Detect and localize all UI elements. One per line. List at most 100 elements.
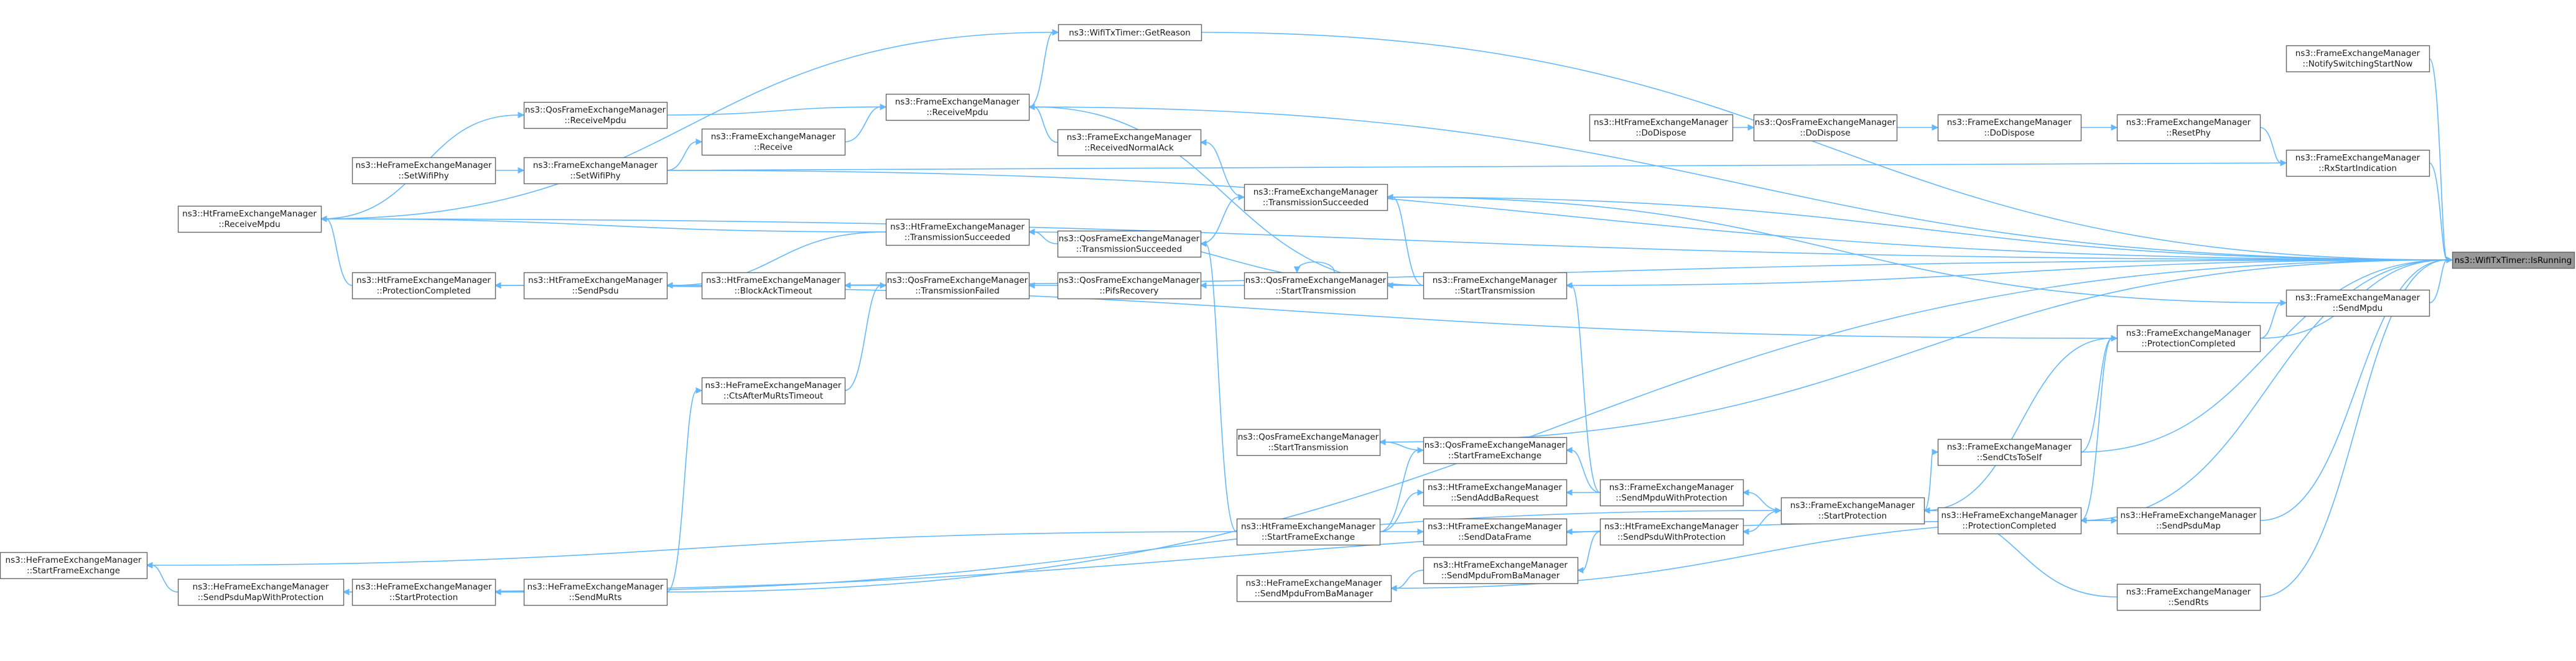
- edge-arrowhead: [880, 103, 887, 111]
- node-qos_starttx[interactable]: ns3::QosFrameExchangeManager::StartTrans…: [1244, 272, 1388, 300]
- node-ht_senddataframe[interactable]: ns3::HtFrameExchangeManager::SendDataFra…: [1423, 518, 1568, 546]
- node-he_setwifiphy[interactable]: ns3::HeFrameExchangeManager::SetWifiPhy: [351, 157, 496, 185]
- node-resetphy[interactable]: ns3::FrameExchangeManager::ResetPhy: [2116, 114, 2261, 142]
- edge-isrunning-to-fem_sendmpdu: [2429, 256, 2453, 303]
- node-label: ns3::FrameExchangeManager: [2295, 293, 2420, 303]
- node-qos_txfailed[interactable]: ns3::QosFrameExchangeManager::Transmissi…: [885, 272, 1030, 300]
- node-label: ::Receive: [754, 142, 793, 152]
- node-label: ns3::FrameExchangeManager: [2126, 118, 2251, 127]
- node-box: [701, 128, 846, 156]
- node-ht_sendmpdufromba[interactable]: ns3::HtFrameExchangeManager::SendMpduFro…: [1423, 557, 1579, 585]
- edge-line: [1571, 285, 1601, 493]
- node-ht_dodispose[interactable]: ns3::HtFrameExchangeManager::DoDispose: [1589, 114, 1734, 142]
- node-fem_protcompleted[interactable]: ns3::FrameExchangeManager::ProtectionCom…: [2116, 325, 2261, 353]
- node-label: ns3::HeFrameExchangeManager: [1246, 578, 1382, 588]
- node-ht_receivempdu[interactable]: ns3::HtFrameExchangeManager::ReceiveMpdu: [177, 205, 322, 233]
- node-fem_sendmpdu[interactable]: ns3::FrameExchangeManager::SendMpdu: [2285, 289, 2430, 317]
- node-ht_sendpsdu[interactable]: ns3::HtFrameExchangeManager::SendPsdu: [523, 272, 668, 300]
- node-label: ns3::FrameExchangeManager: [2126, 587, 2251, 597]
- node-label: ::StartFrameExchange: [27, 566, 120, 576]
- node-label: ::DoDispose: [1635, 128, 1686, 138]
- node-label: ::SendPsduMap: [2156, 521, 2221, 531]
- node-box: [1058, 24, 1202, 42]
- edge-qos_startfe-to-fem_sendmpduwp: [1565, 446, 1601, 493]
- node-he_protcompleted[interactable]: ns3::HeFrameExchangeManager::ProtectionC…: [1937, 507, 2082, 535]
- edge-line: [1033, 231, 1058, 244]
- node-label: ::SendMpduFromBaManager: [1255, 589, 1374, 599]
- edge-line: [2080, 338, 2113, 521]
- node-ht_txsucceeded[interactable]: ns3::HtFrameExchangeManager::Transmissio…: [885, 218, 1030, 246]
- edge-fem_setwifiphy-to-he_setwifiphy: [495, 167, 525, 174]
- node-notifyswitch[interactable]: ns3::FrameExchangeManager::NotifySwitchi…: [2285, 45, 2430, 73]
- node-qos_txsucceeded[interactable]: ns3::QosFrameExchangeManager::Transmissi…: [1057, 230, 1202, 258]
- node-label: ::SendCtsToSelf: [1977, 453, 2043, 463]
- node-fem_receivempdu[interactable]: ns3::FrameExchangeManager::ReceiveMpdu: [885, 93, 1030, 121]
- node-isrunning[interactable]: ns3::WifiTxTimer::IsRunning: [2452, 251, 2575, 269]
- edge-line: [1379, 492, 1419, 532]
- edge-fem_protcompleted-to-he_protcompleted: [2080, 335, 2118, 521]
- edge-fem_sendmpdu-to-fem_protcompleted: [2259, 299, 2287, 339]
- node-label: ::ProtectionCompleted: [2141, 339, 2235, 349]
- node-fem_sendctstoself[interactable]: ns3::FrameExchangeManager::SendCtsToSelf: [1937, 438, 2082, 466]
- edge-qos_txfailed-to-qos_pifsrecovery: [1028, 282, 1058, 289]
- edge-line: [2259, 259, 2448, 598]
- node-fem_sendrts[interactable]: ns3::FrameExchangeManager::SendRts: [2116, 583, 2261, 611]
- node-qos_startfe[interactable]: ns3::QosFrameExchangeManager::StartFrame…: [1423, 437, 1568, 465]
- node-label: ::DoDispose: [1984, 128, 2034, 138]
- node-fem_startprot[interactable]: ns3::FrameExchangeManager::StartProtecti…: [1780, 497, 1925, 525]
- node-label: ns3::FrameExchangeManager: [1253, 187, 1379, 197]
- node-label: ns3::FrameExchangeManager: [1433, 275, 1558, 285]
- node-label: ::SendMuRts: [569, 593, 621, 603]
- node-rxstartind[interactable]: ns3::FrameExchangeManager::RxStartIndica…: [2285, 149, 2430, 177]
- node-box: [177, 578, 345, 606]
- node-fem_setwifiphy[interactable]: ns3::FrameExchangeManager::SetWifiPhy: [523, 157, 668, 185]
- node-getreason[interactable]: ns3::WifiTxTimer::GetReason: [1058, 24, 1202, 42]
- edge-line: [1923, 338, 2113, 511]
- edge-line: [666, 259, 2448, 593]
- node-he_sendmurts[interactable]: ns3::HeFrameExchangeManager::SendMuRts: [523, 578, 668, 606]
- edge-line: [343, 520, 2113, 593]
- node-fem_starttx[interactable]: ns3::FrameExchangeManager::StartTransmis…: [1423, 272, 1568, 300]
- node-ht_sendaddba[interactable]: ns3::HtFrameExchangeManager::SendAddBaRe…: [1423, 479, 1568, 507]
- node-he_sendpsdumap[interactable]: ns3::HeFrameExchangeManager::SendPsduMap: [2116, 507, 2261, 535]
- node-qos_starttx_single[interactable]: ns3::QosFrameExchangeManager::StartTrans…: [1236, 428, 1381, 456]
- edge-layer: [146, 29, 2453, 598]
- node-label: ns3::QosFrameExchangeManager: [1755, 118, 1896, 127]
- edge-arrowhead: [1565, 489, 1573, 496]
- node-he_ctsaftermurts[interactable]: ns3::HeFrameExchangeManager::CtsAfterMuR…: [701, 377, 846, 405]
- node-box: [1423, 557, 1579, 585]
- edge-arrowhead: [1775, 507, 1782, 514]
- edge-arrowhead: [2111, 335, 2118, 342]
- node-fem_dodispose[interactable]: ns3::FrameExchangeManager::DoDispose: [1937, 114, 2082, 142]
- node-receivednormalack[interactable]: ns3::FrameExchangeManager::ReceivedNorma…: [1057, 129, 1202, 157]
- node-qos_receivempdu[interactable]: ns3::QosFrameExchangeManager::ReceiveMpd…: [523, 101, 668, 129]
- node-label: ns3::FrameExchangeManager: [2126, 328, 2251, 338]
- node-label: ::TransmissionFailed: [915, 286, 999, 296]
- edge-arrowhead: [518, 111, 525, 119]
- edge-arrowhead: [2111, 124, 2118, 131]
- node-fem_txsucceeded[interactable]: ns3::FrameExchangeManager::TransmissionS…: [1244, 183, 1388, 211]
- node-fem_sendmpduwp[interactable]: ns3::FrameExchangeManager::SendMpduWithP…: [1599, 479, 1744, 507]
- node-ht_blockacktimeout[interactable]: ns3::HtFrameExchangeManager::BlockAckTim…: [701, 272, 846, 300]
- node-he_startfe[interactable]: ns3::HeFrameExchangeManager::StartFrameE…: [0, 552, 148, 580]
- node-he_sendpsdumapwp[interactable]: ns3::HeFrameExchangeManager::SendPsduMap…: [177, 578, 345, 606]
- node-ht_protcompleted[interactable]: ns3::HtFrameExchangeManager::ProtectionC…: [351, 272, 496, 300]
- node-label: ::SendPsduMapWithProtection: [198, 593, 324, 603]
- node-fem_receive[interactable]: ns3::FrameExchangeManager::Receive: [701, 128, 846, 156]
- node-qos_pifsrecovery[interactable]: ns3::QosFrameExchangeManager::PifsRecove…: [1057, 272, 1202, 300]
- node-box: [1236, 518, 1381, 546]
- edge-he_sendpsdumapwp-to-he_startprot: [342, 588, 353, 596]
- edge-arrowhead: [1199, 240, 1207, 247]
- node-ht_startfe[interactable]: ns3::HtFrameExchangeManager::StartFrameE…: [1236, 518, 1381, 546]
- node-label: ns3::HtFrameExchangeManager: [890, 222, 1025, 232]
- node-label: ::SendPsduWithProtection: [1617, 532, 1726, 542]
- node-he_sendmpdufromba[interactable]: ns3::HeFrameExchangeManager::SendMpduFro…: [1236, 575, 1392, 603]
- edge-he_sendpsdumap-to-he_sendpsdumapwp: [343, 517, 2118, 593]
- node-ht_sendpsduwp[interactable]: ns3::HtFrameExchangeManager::SendPsduWit…: [1599, 518, 1744, 546]
- node-qos_dodispose[interactable]: ns3::QosFrameExchangeManager::DoDispose: [1753, 114, 1898, 142]
- node-label: ::StartTransmission: [1268, 443, 1348, 453]
- edge-qos_dodispose-to-ht_dodispose: [1732, 124, 1755, 131]
- edge-line: [1028, 32, 1054, 108]
- node-he_startprot[interactable]: ns3::HeFrameExchangeManager::StartProtec…: [351, 578, 496, 606]
- edge-ht_sendaddba-to-fem_sendmpduwp: [1565, 489, 1601, 496]
